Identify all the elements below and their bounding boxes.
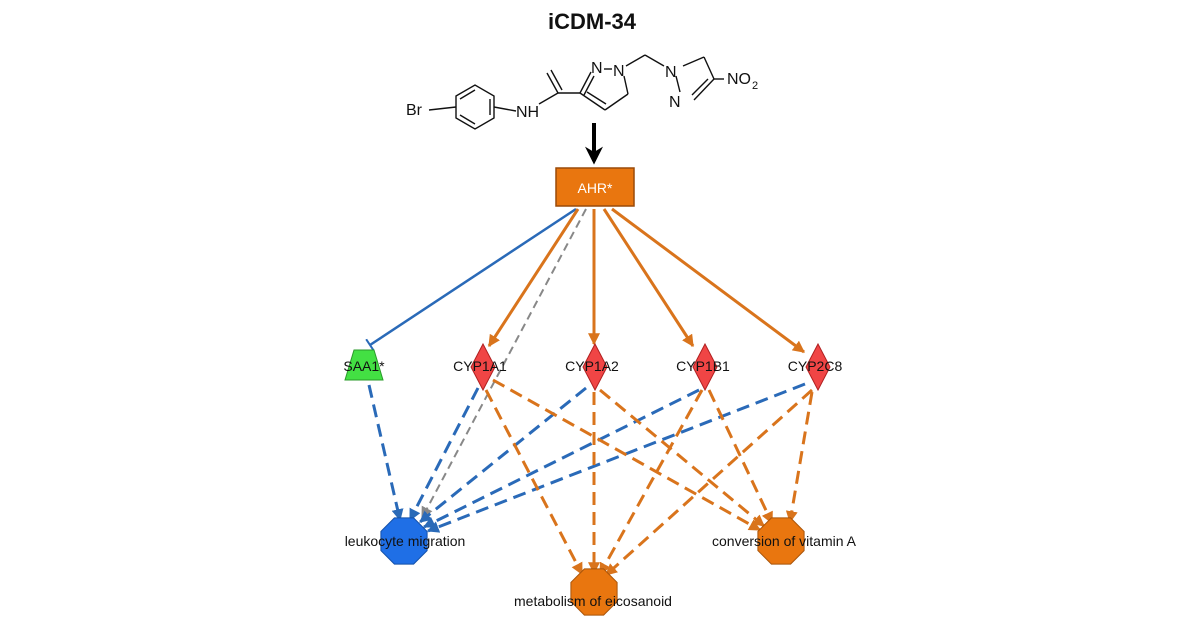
edge-cyp1a1-to-cva <box>492 378 762 532</box>
edge-cyp2c8-to-lm <box>426 382 806 533</box>
edge-cyp2c8-to-me <box>604 388 814 577</box>
methylene-bond <box>644 54 665 67</box>
pyrazole-bond <box>604 93 629 111</box>
pyrazole2-bond <box>703 56 715 80</box>
node-cyp1a2-label: CYP1A2 <box>565 358 619 374</box>
edge-cyp1a2-to-cva <box>599 388 765 528</box>
edge-saa1-to-lm <box>367 384 404 522</box>
node-saa1-label: SAA1* <box>343 358 385 374</box>
node-cyp2c8-shape <box>805 342 831 392</box>
pyrazole-bond <box>623 75 629 95</box>
carbonyl-bond <box>546 72 559 94</box>
network-nodes: AHR* SAA1* CYP1A1 CYP1A2 CYP1B1 CYP2C8 leukocy… <box>343 167 857 616</box>
edge-cyp1b1-to-me <box>598 389 704 576</box>
benzene-double-bond <box>459 114 476 125</box>
node-cyp1a1-shape <box>470 342 496 392</box>
node-ahr-label: AHR* <box>577 180 613 196</box>
node-me-label: metabolism of eicosanoid <box>514 593 672 609</box>
atom-label-n: N <box>665 64 677 81</box>
node-cyp1a2-shape <box>582 342 608 392</box>
br-bond <box>428 106 457 111</box>
pyrazole2-bond <box>693 78 715 101</box>
edge-cyp1a1-to-lm <box>408 387 480 522</box>
pyrazole-bond <box>579 71 592 94</box>
edge-ahr-to-cyp2c8 <box>611 207 805 354</box>
benzene-double-bond <box>459 89 476 100</box>
atom-label-nitro-subscript: 2 <box>752 80 758 92</box>
edge-cyp1b1-to-cva <box>707 389 774 525</box>
pyrazole-double-bond <box>586 91 607 105</box>
pyrazole2-double-bond <box>691 78 709 96</box>
edge-cyp2c8-to-cva <box>785 391 814 524</box>
atom-label-nitro: NO <box>727 71 751 88</box>
pyrazole2-bond <box>675 75 681 93</box>
edge-ahr-to-cyp1b1 <box>602 208 695 348</box>
pyrazole-double-bond <box>583 75 595 96</box>
edge-ahr-to-lm <box>421 208 587 520</box>
edge-cyp1a2-to-lm <box>419 386 587 524</box>
atom-label-n: N <box>591 60 603 77</box>
pyrazole2-bond <box>682 56 705 67</box>
edge-ahr-to-saa1 <box>365 207 577 352</box>
benzene-ring <box>455 84 495 130</box>
node-lm-label: leukocyte migration <box>345 533 466 549</box>
nh-carbonyl-bond <box>538 92 559 105</box>
node-ahr-shape <box>555 167 635 207</box>
node-me-shape <box>570 568 618 616</box>
network-edges <box>365 207 814 577</box>
node-saa1-shape <box>344 349 384 381</box>
chemical-atom-labels: Br NH N N N N NO 2 <box>406 60 758 121</box>
carbonyl-double-bond <box>550 69 563 91</box>
chemical-structure <box>428 54 724 130</box>
edge-cyp1a1-to-me <box>484 389 584 576</box>
node-cva-shape <box>757 517 805 565</box>
pyrazole-bond <box>579 92 606 111</box>
compound-title: iCDM-34 <box>548 9 637 34</box>
node-cyp1b1-shape <box>692 342 718 392</box>
node-cva-label: conversion of vitamin A <box>712 533 857 549</box>
aryl-nh-bond <box>493 106 517 112</box>
atom-label-n: N <box>669 94 681 111</box>
atom-label-nh: NH <box>516 104 539 121</box>
node-cyp1b1-label: CYP1B1 <box>676 358 730 374</box>
node-cyp2c8-label: CYP2C8 <box>788 358 843 374</box>
node-lm-shape <box>380 517 428 565</box>
atom-label-br: Br <box>406 102 423 119</box>
node-cyp1a1-label: CYP1A1 <box>453 358 507 374</box>
atom-label-n: N <box>613 63 625 80</box>
edge-cyp1b1-to-lm <box>422 388 700 529</box>
methylene-bond <box>625 54 646 67</box>
edge-ahr-to-cyp1a1 <box>487 208 580 348</box>
